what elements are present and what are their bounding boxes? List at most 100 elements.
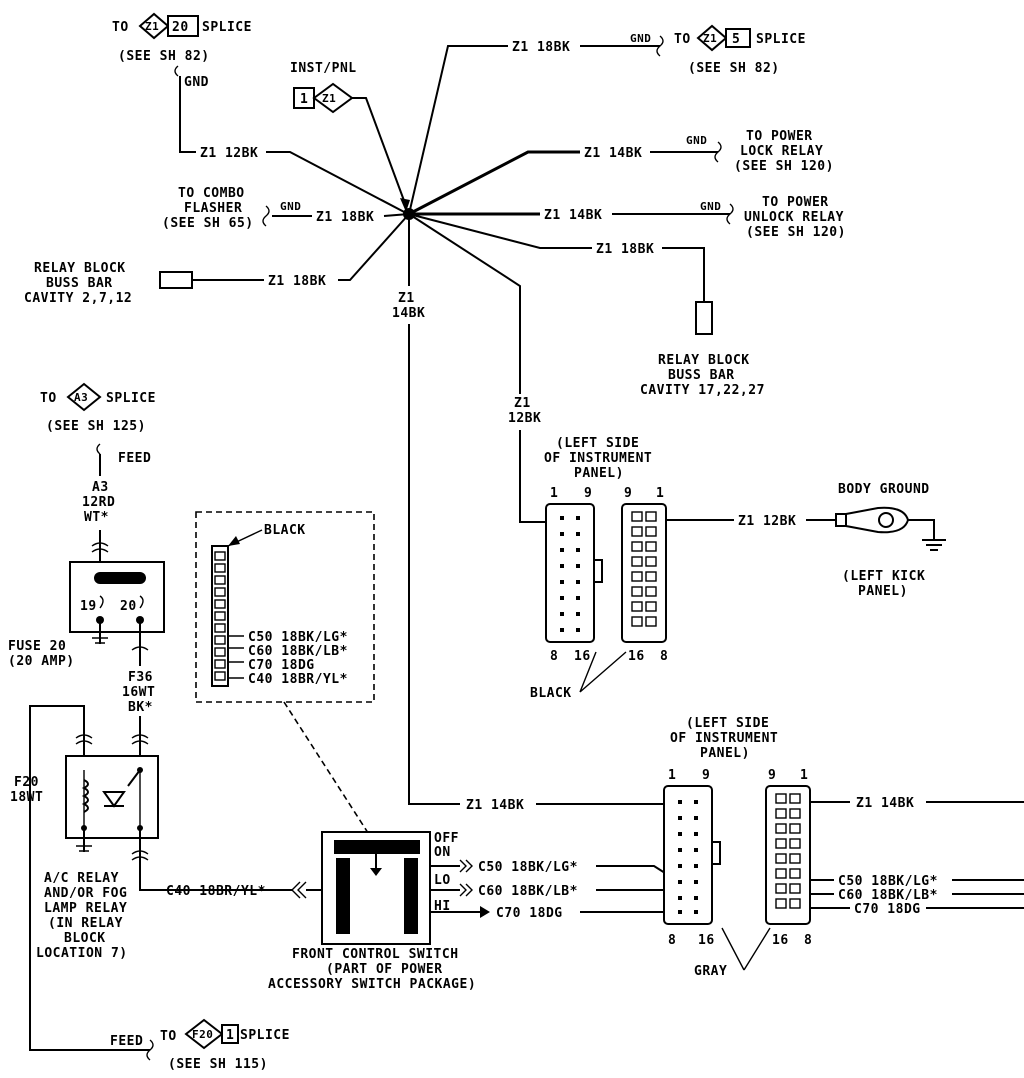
top-splice-pin-box: [167, 15, 199, 37]
switch-hi-arrow: [480, 906, 490, 918]
wire-f20-up: [29, 705, 85, 820]
conn-up-title1: (LEFT SIDE: [556, 436, 639, 451]
switch-right-bar: [404, 858, 418, 934]
wire-z1-14bk-unlock: Z1 14BK: [544, 208, 602, 223]
conn-low-title2: OF INSTRUMENT: [670, 731, 778, 746]
wire-relay-right-down: [662, 247, 705, 302]
f20-break: [146, 1039, 154, 1061]
ground-eyelet: [845, 506, 910, 534]
right-splice-pin-box: [725, 28, 751, 48]
body-ground-title: BODY GROUND: [838, 482, 930, 497]
a3-feed: FEED: [118, 451, 151, 466]
wire-top-left: [179, 76, 196, 153]
conn-low-c70: C70 18DG: [854, 902, 921, 917]
switch-off: OFF: [434, 831, 459, 846]
conn-up-b8: 8: [550, 649, 558, 664]
body-ground-line2: PANEL): [858, 584, 908, 599]
ground-wire: [908, 519, 935, 540]
right-splice-pin: 5: [732, 32, 740, 47]
a3-break: [96, 443, 101, 455]
power-unlock-break: [726, 203, 734, 225]
power-lock-break: [714, 141, 722, 163]
relay-node-tr: [137, 767, 143, 773]
inst-pnl-pin: 1: [300, 92, 308, 107]
inset-c70: C70 18DG: [248, 658, 315, 673]
wire-z1-18bk-relay-right: Z1 18BK: [596, 242, 654, 257]
ac-relay-line4: (IN RELAY: [48, 916, 123, 931]
conn-up-left-pins: [560, 516, 580, 632]
wire-z1-vert-b: 14BK: [392, 306, 425, 321]
right-splice-circle: Z1: [703, 32, 717, 45]
wire-vertical2-top: [408, 213, 521, 394]
power-unlock-line3: (SEE SH 120): [746, 225, 846, 240]
relay-diode: [102, 791, 126, 808]
conn-up-black-leader: [579, 651, 627, 693]
f36-w2: 16WT: [122, 685, 155, 700]
switch-top-bar: [334, 840, 420, 854]
conn-up-r9: 9: [624, 486, 632, 501]
fuse-label2: (20 AMP): [8, 654, 75, 669]
right-splice-to: TO: [674, 32, 691, 47]
conn-up-right-body: [621, 503, 667, 643]
top-splice-group: TO Z1 20 SPLICE (SEE SH 82) GND: [112, 12, 252, 153]
relay-inner-rails: [83, 770, 141, 828]
conn-up-b16: 16: [574, 649, 591, 664]
wire-combo-to-splice: [383, 213, 410, 217]
c40-wire: C40 18BR/YL*: [166, 884, 266, 899]
wire-to-top-right: [408, 45, 508, 215]
wire-to-relay-right: [408, 213, 592, 249]
a3-splice: SPLICE: [106, 391, 156, 406]
switch-on: ON: [434, 845, 451, 860]
relay-right-line3: CAVITY 17,22,27: [640, 383, 765, 398]
conn-low-left-pins: [678, 800, 698, 914]
conn-low-l1: 1: [668, 768, 676, 783]
conn-up-left-body: [545, 503, 595, 643]
conn-up-title2: OF INSTRUMENT: [544, 451, 652, 466]
ac-relay-line6: LOCATION 7): [36, 946, 128, 961]
relay-switch-contact: [127, 769, 141, 787]
conn-up-right-pins: [631, 511, 657, 627]
conn-low-r9: 9: [768, 768, 776, 783]
wire-z1-12bk-ground: Z1 12BK: [738, 514, 796, 529]
conn-low-title3: PANEL): [700, 746, 750, 761]
inset-connector-pins: [214, 551, 226, 681]
conn-low-l9: 9: [702, 768, 710, 783]
ac-relay-line2: AND/OR FOG: [44, 886, 127, 901]
wire-inst-pnl: [352, 97, 407, 207]
top-splice-to: TO: [112, 20, 129, 35]
inst-pnl-label: INST/PNL: [290, 61, 357, 76]
top-splice-splice: SPLICE: [202, 20, 252, 35]
switch-lo: LO: [434, 873, 451, 888]
conn-low-b16r: 16: [772, 933, 789, 948]
conn-low-b8: 8: [668, 933, 676, 948]
switch-left-bar: [336, 858, 350, 934]
right-splice-see: (SEE SH 82): [688, 61, 780, 76]
a3-see: (SEE SH 125): [46, 419, 146, 434]
top-splice-see: (SEE SH 82): [118, 49, 210, 64]
ac-relay-line5: BLOCK: [64, 931, 106, 946]
power-lock-line1: TO POWER: [746, 129, 813, 144]
ac-relay-box: [65, 755, 159, 839]
conn-up-title3: PANEL): [574, 466, 624, 481]
wire-z1-vert2-a: Z1: [514, 396, 531, 411]
power-unlock-line1: TO POWER: [762, 195, 829, 210]
conn-up-black: BLACK: [530, 686, 572, 701]
power-unlock-line2: UNLOCK RELAY: [744, 210, 844, 225]
inset-leader: [283, 701, 371, 837]
right-splice-splice: SPLICE: [756, 32, 806, 47]
f20-circle: F20: [192, 1028, 213, 1041]
switch-line3: ACCESSORY SWITCH PACKAGE): [268, 977, 476, 992]
a3-diamond: [66, 382, 102, 412]
wire-vertical-lower: [408, 324, 460, 805]
switch-hi: HI: [434, 899, 451, 914]
conn-up-b16r: 16: [628, 649, 645, 664]
f20-w2: 18WT: [10, 790, 43, 805]
conn-low-c50: C50 18BK/LG*: [838, 874, 938, 889]
f20-splice: SPLICE: [240, 1028, 290, 1043]
wire-to-power-lock: [408, 150, 580, 216]
relay-output-wires: [83, 828, 292, 891]
relay-left-line2: BUSS BAR: [46, 276, 113, 291]
conn-low-right-body: [765, 785, 811, 925]
conn-low-left-latch: [711, 841, 721, 865]
